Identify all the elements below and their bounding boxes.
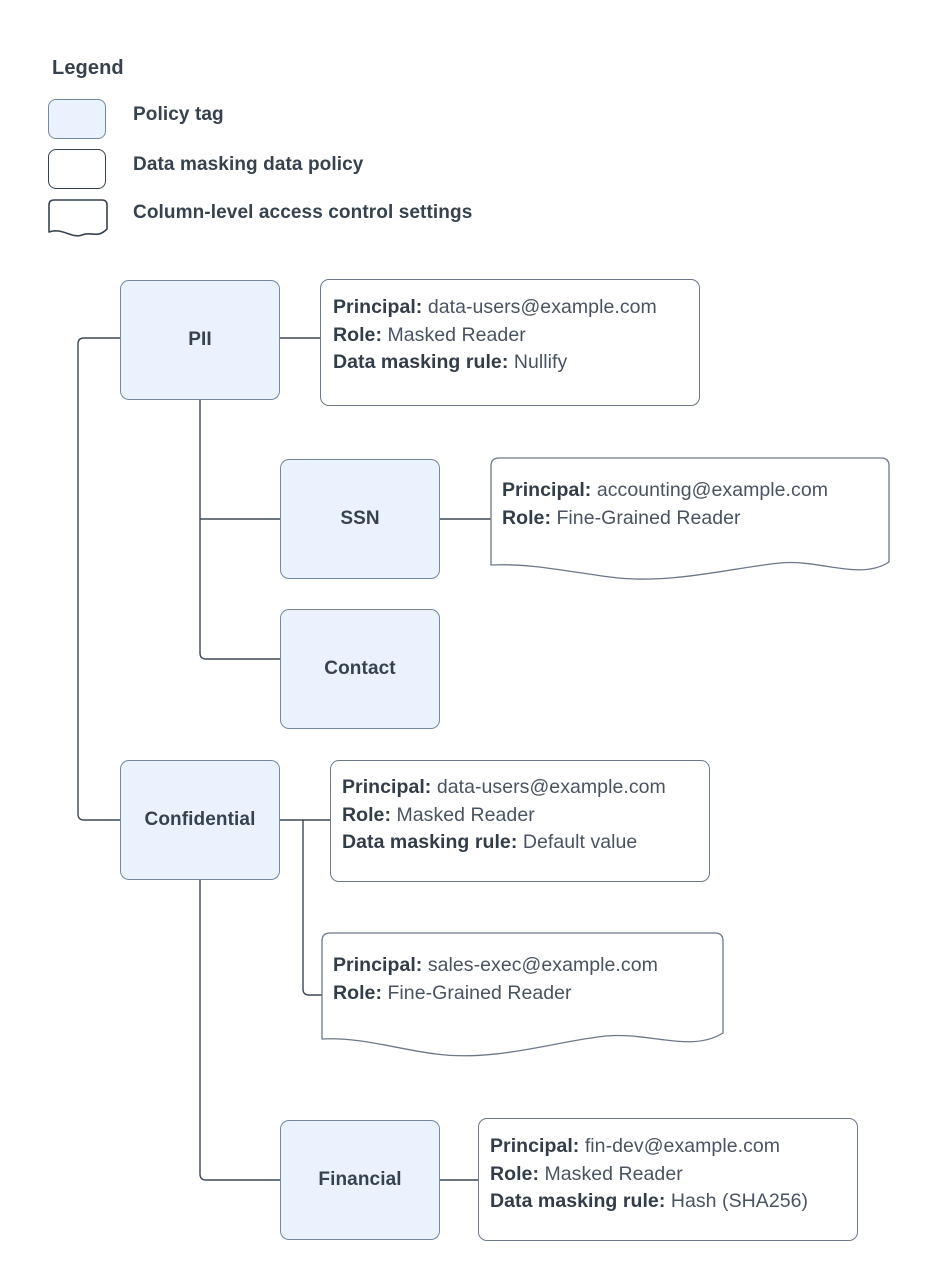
data-masking-policy-callout-pii[interactable]: Principal: data-users@example.com Role: … — [320, 279, 700, 406]
policy-tag-node-financial[interactable]: Financial — [280, 1120, 440, 1240]
principal-label: Principal: — [342, 776, 432, 798]
callout-principal-line: Principal: data-users@example.com — [333, 294, 657, 322]
column-access-settings-swatch-icon — [48, 199, 108, 239]
policy-tag-node-confidential[interactable]: Confidential — [120, 760, 280, 880]
principal-value: data-users@example.com — [427, 296, 657, 318]
masking-rule-value: Default value — [522, 831, 638, 853]
edge-pii-to-ssn — [199, 399, 281, 520]
callout-role-line: Role: Fine-Grained Reader — [333, 980, 658, 1008]
role-value: Masked Reader — [396, 803, 535, 826]
principal-label: Principal: — [502, 479, 592, 501]
legend-title: Legend — [52, 57, 124, 79]
role-label: Role: — [333, 323, 382, 346]
callout-principal-line: Principal: fin-dev@example.com — [490, 1133, 808, 1161]
edge-root-to-pii-confidential — [77, 337, 121, 821]
data-masking-policy-swatch-icon — [48, 149, 106, 189]
policy-tag-node-ssn[interactable]: SSN — [280, 459, 440, 579]
policy-tag-node-pii[interactable]: PII — [120, 280, 280, 400]
legend-label-data-masking-policy: Data masking data policy — [133, 154, 364, 175]
callout-masking-rule-line: Data masking rule: Default value — [342, 829, 666, 857]
role-value: Fine-Grained Reader — [556, 506, 741, 529]
callout-role-line: Role: Masked Reader — [342, 802, 666, 830]
masking-rule-label: Data masking rule: — [490, 1190, 666, 1212]
role-label: Role: — [490, 1162, 539, 1185]
data-masking-policy-callout-confidential[interactable]: Principal: data-users@example.com Role: … — [330, 760, 710, 882]
legend-label-column-access-settings: Column-level access control settings — [133, 202, 473, 223]
role-value: Masked Reader — [387, 323, 526, 346]
role-label: Role: — [333, 981, 382, 1004]
policy-tag-node-contact[interactable]: Contact — [280, 609, 440, 729]
masking-rule-value: Nullify — [513, 351, 568, 373]
principal-value: accounting@example.com — [596, 479, 829, 501]
legend-label-policy-tag: Policy tag — [133, 104, 224, 125]
role-value: Masked Reader — [544, 1162, 683, 1185]
principal-value: data-users@example.com — [436, 776, 666, 798]
data-masking-policy-callout-financial[interactable]: Principal: fin-dev@example.com Role: Mas… — [478, 1118, 858, 1241]
principal-value: sales-exec@example.com — [427, 954, 658, 976]
column-access-settings-callout-confidential[interactable]: Principal: sales-exec@example.com Role: … — [321, 932, 724, 1062]
masking-rule-label: Data masking rule: — [342, 831, 518, 853]
edge-confidential-to-financial — [199, 879, 281, 1181]
principal-value: fin-dev@example.com — [584, 1135, 781, 1157]
edge-pii-to-contact — [199, 518, 281, 660]
role-value: Fine-Grained Reader — [387, 981, 572, 1004]
role-label: Role: — [342, 803, 391, 826]
column-access-settings-callout-ssn[interactable]: Principal: accounting@example.com Role: … — [490, 457, 890, 585]
callout-role-line: Role: Fine-Grained Reader — [502, 505, 828, 533]
principal-label: Principal: — [333, 296, 423, 318]
callout-role-line: Role: Masked Reader — [490, 1161, 808, 1189]
callout-principal-line: Principal: accounting@example.com — [502, 477, 828, 505]
principal-label: Principal: — [490, 1135, 580, 1157]
policy-tag-label: PII — [188, 329, 212, 350]
callout-principal-line: Principal: sales-exec@example.com — [333, 952, 658, 980]
callout-role-line: Role: Masked Reader — [333, 322, 657, 350]
masking-rule-value: Hash (SHA256) — [670, 1190, 809, 1212]
policy-tag-swatch-icon — [48, 99, 106, 139]
callout-masking-rule-line: Data masking rule: Hash (SHA256) — [490, 1188, 808, 1216]
policy-tag-label: Financial — [318, 1169, 402, 1190]
policy-tag-label: Confidential — [144, 809, 256, 830]
principal-label: Principal: — [333, 954, 423, 976]
role-label: Role: — [502, 506, 551, 529]
edge-confidential-to-access-callout — [302, 819, 323, 996]
callout-principal-line: Principal: data-users@example.com — [342, 774, 666, 802]
policy-tag-label: Contact — [324, 658, 396, 679]
policy-tag-label: SSN — [340, 508, 380, 529]
masking-rule-label: Data masking rule: — [333, 351, 509, 373]
callout-masking-rule-line: Data masking rule: Nullify — [333, 349, 657, 377]
